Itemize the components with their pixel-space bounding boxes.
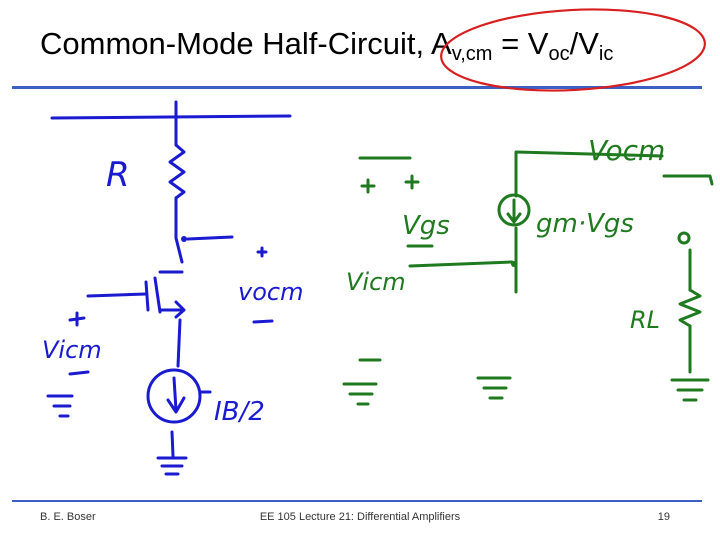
supply-rail <box>50 114 292 120</box>
ground-symbol-left <box>156 456 188 476</box>
footer-divider <box>12 500 702 502</box>
ground-wire <box>170 430 175 458</box>
footer-author: B. E. Boser <box>40 511 96 523</box>
channel-line <box>153 276 162 314</box>
resistor-r <box>168 143 186 200</box>
current-source-arrow <box>166 376 186 414</box>
top-right-wire <box>662 174 714 186</box>
vicm-minus <box>68 370 90 376</box>
label-ib-half: IB/2 <box>214 397 265 427</box>
resistor-rl <box>678 288 702 328</box>
ground-symbol-input <box>46 394 74 418</box>
title-sub-oc: oc <box>548 43 570 65</box>
left-half-circuit: R vocm Vicm IB/2 <box>42 100 303 476</box>
source-arrow <box>158 300 186 319</box>
ground-symbol-green-a <box>342 382 378 406</box>
label-vocm-right: Vocm <box>588 134 665 167</box>
label-vicm-left: Vicm <box>42 336 102 364</box>
vgs-plus-b <box>404 174 420 190</box>
right-small-signal-model: Vocm Vgs Vicm gm·Vgs RL <box>342 134 714 406</box>
label-r: R <box>106 155 130 195</box>
gate-wire <box>86 292 148 298</box>
title-divider <box>12 86 702 89</box>
label-vgs: Vgs <box>402 211 450 241</box>
vocm-minus <box>252 319 274 324</box>
title-slash: /V <box>569 26 599 61</box>
title-middle: = V <box>492 26 549 61</box>
gate-plate <box>144 280 150 312</box>
drain-wire <box>174 196 184 264</box>
label-gm-vgs: gm·Vgs <box>536 209 634 239</box>
input-wire <box>408 260 514 268</box>
title-prefix: Common-Mode Half-Circuit, A <box>40 26 452 61</box>
output-lead <box>186 235 234 241</box>
title-sub-ic: ic <box>598 43 614 65</box>
output-node <box>181 236 187 242</box>
footer-page-number: 19 <box>657 511 670 523</box>
current-source-circle <box>146 368 202 424</box>
output-terminal <box>677 231 691 245</box>
highlight-ellipse <box>440 8 706 92</box>
label-rl: RL <box>630 306 660 334</box>
vicm-plus <box>68 311 86 327</box>
source-wire <box>176 318 182 368</box>
vccs-arrow <box>506 198 522 224</box>
label-vicm-right: Vicm <box>346 268 406 296</box>
vocm-plus <box>256 246 268 258</box>
vgs-plus-a <box>360 178 376 194</box>
slide-title: Common-Mode Half-Circuit, Av,cm = Voc/Vi… <box>40 26 700 66</box>
label-vocm-left: vocm <box>238 278 303 306</box>
vccs-circle <box>497 193 531 227</box>
ground-symbol-green-c <box>670 378 710 402</box>
top-wire <box>514 150 664 198</box>
title-sub-vcm: v,cm <box>451 43 493 65</box>
ground-symbol-green-b <box>476 376 512 400</box>
footer-course: EE 105 Lecture 21: Differential Amplifie… <box>259 511 461 523</box>
